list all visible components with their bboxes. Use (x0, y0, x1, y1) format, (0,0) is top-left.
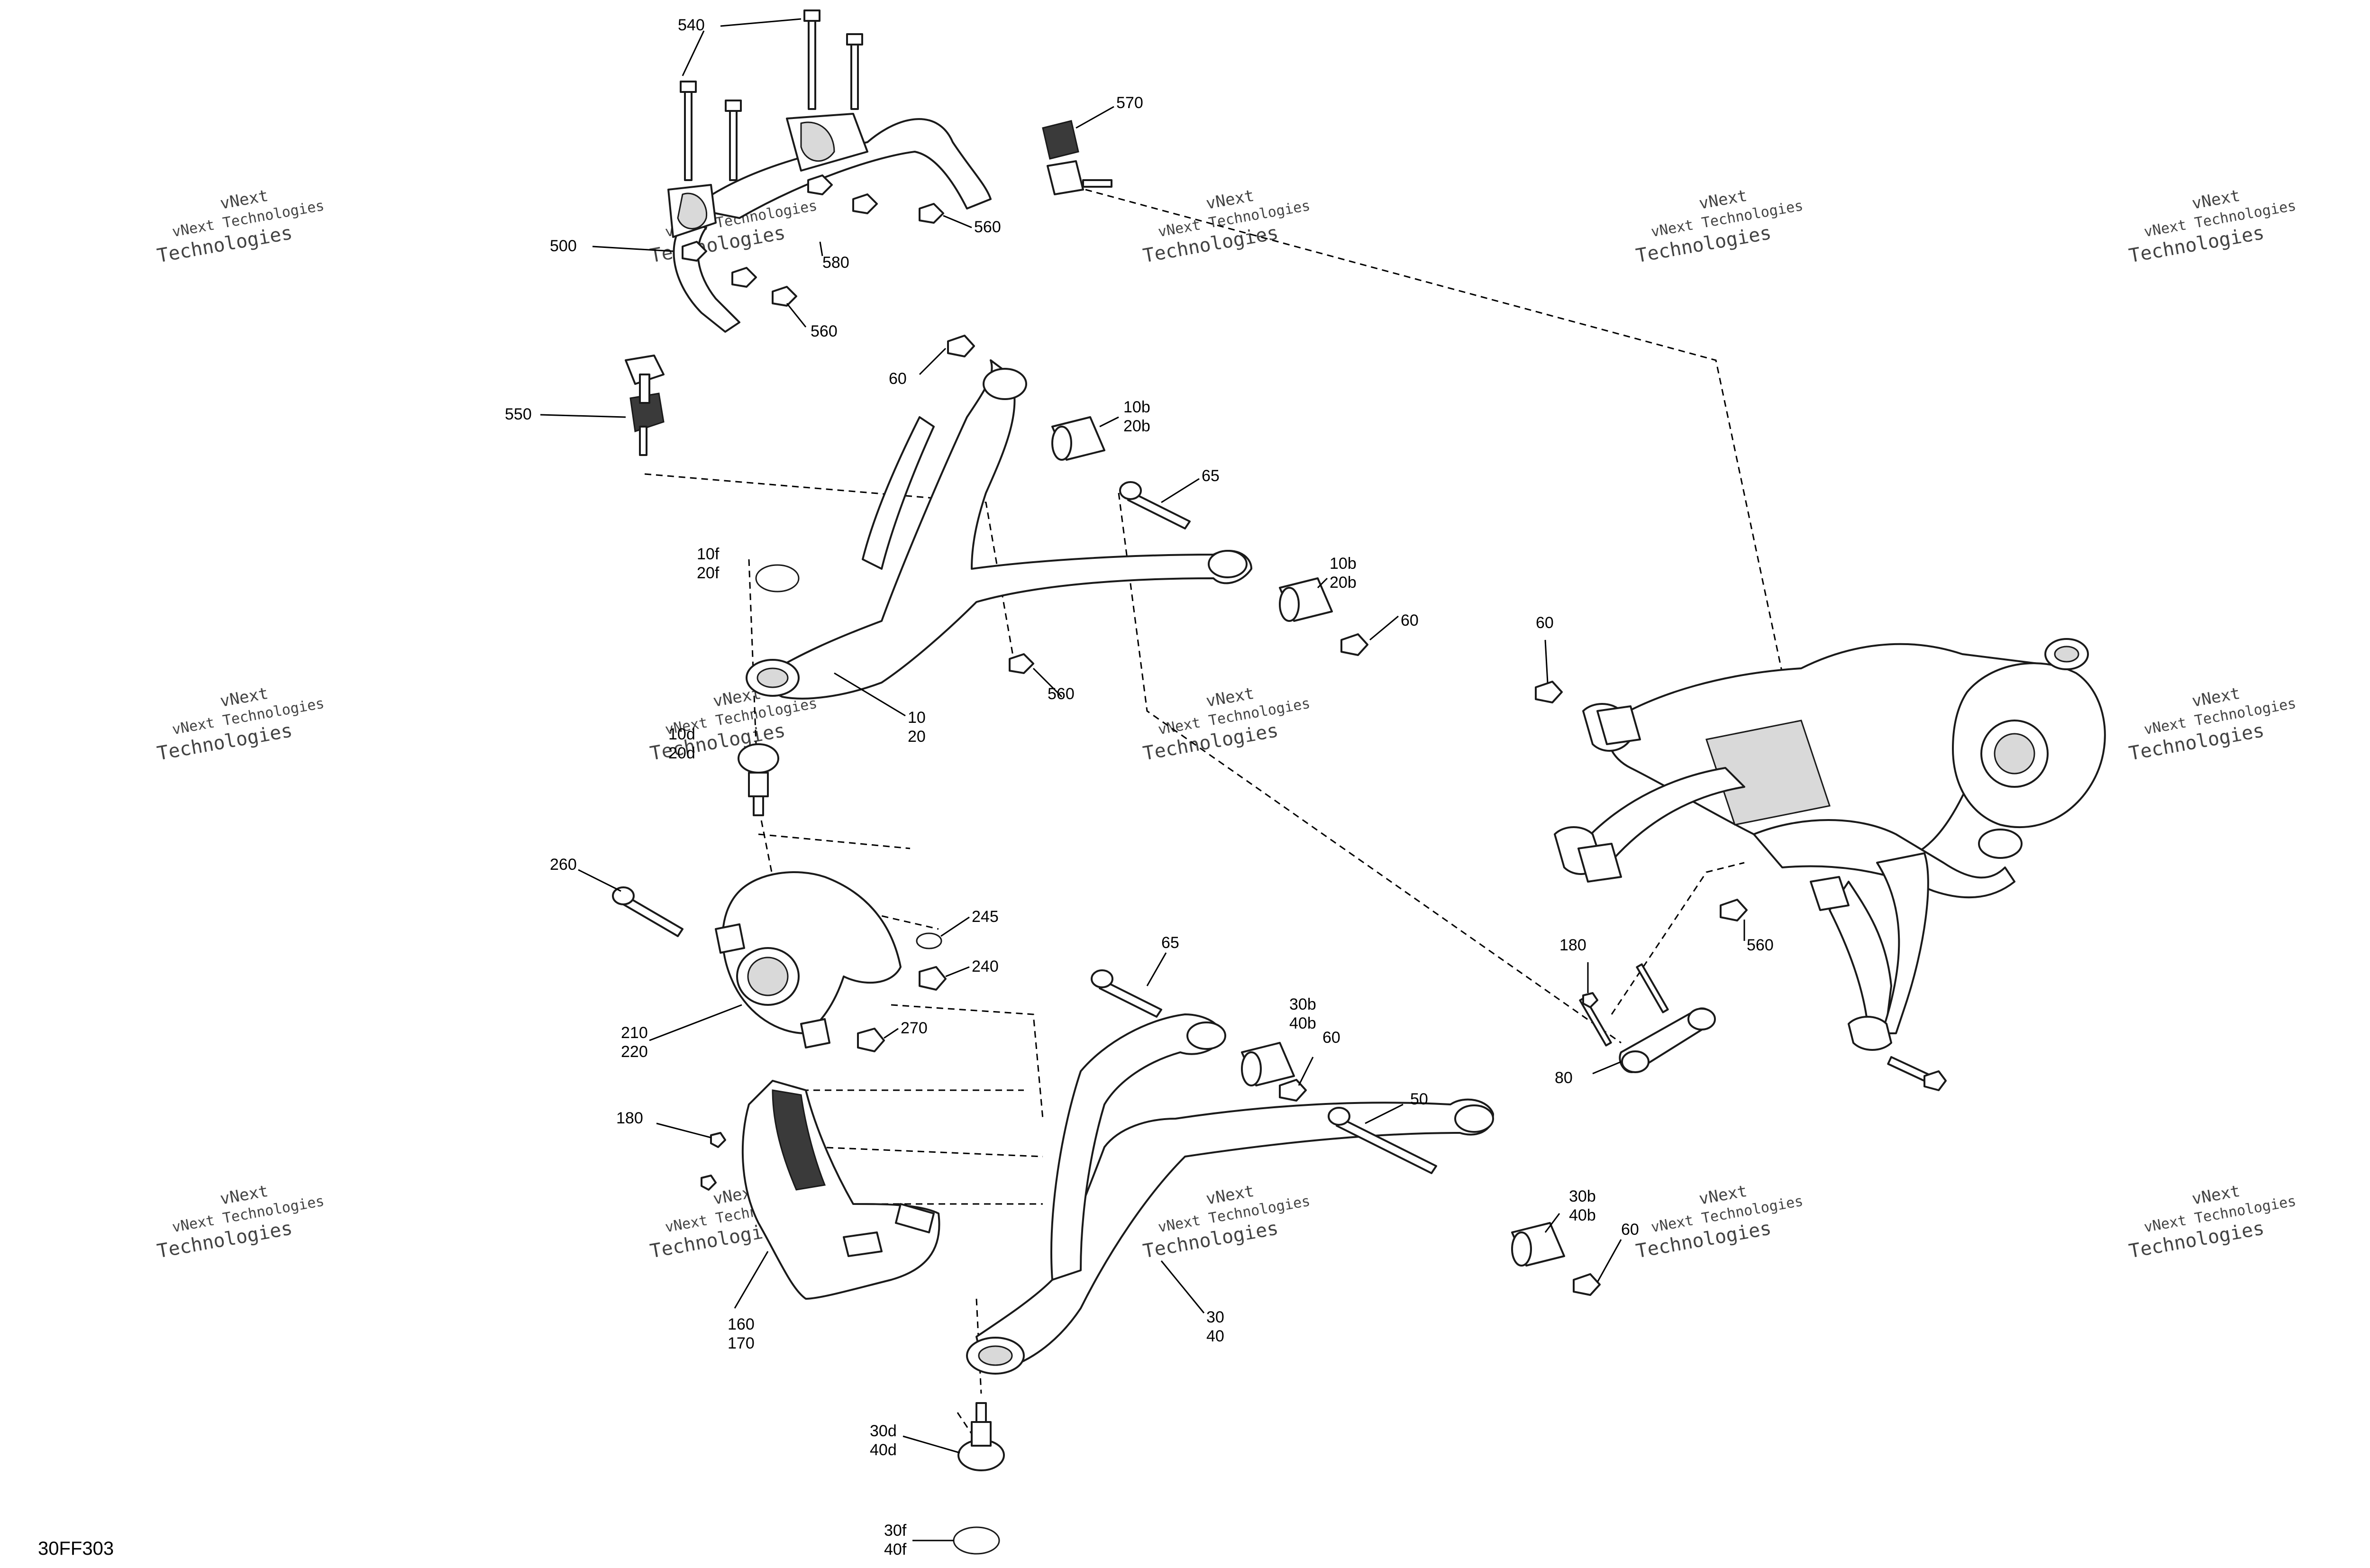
callout-560: 560 (1048, 685, 1075, 703)
callout-160-170: 160 170 (728, 1315, 755, 1352)
callout-550: 550 (505, 405, 532, 423)
upper-a-arm (738, 335, 1368, 816)
watermark: vNext vNext Technologies Technologies (1634, 186, 1805, 267)
svg-text:30d: 30d (870, 1422, 897, 1440)
callout-10b-20b: 10b 20b (1330, 555, 1357, 592)
svg-text:160: 160 (728, 1315, 755, 1333)
callout-80: 80 (1555, 1069, 1573, 1087)
callout-210-220: 210 220 (621, 1024, 648, 1061)
svg-text:40f: 40f (884, 1541, 907, 1559)
watermark: vNext vNext Technologies Technologies (2127, 684, 2297, 765)
watermark: vNext vNext Technologies Technologies (2127, 1182, 2297, 1263)
svg-text:20b: 20b (1123, 417, 1150, 435)
callout-180: 180 (1559, 936, 1586, 954)
svg-text:10b: 10b (1330, 555, 1357, 573)
svg-text:40d: 40d (870, 1441, 897, 1459)
watermark: vNext vNext Technologies Technologies (155, 186, 326, 267)
watermark: vNext vNext Technologies Technologies (155, 1182, 326, 1263)
svg-text:170: 170 (728, 1334, 755, 1352)
callout-65: 65 (1202, 467, 1220, 485)
svg-text:30f: 30f (884, 1522, 907, 1540)
callout-60: 60 (889, 370, 907, 388)
callout-65: 65 (1161, 934, 1179, 952)
svg-text:20b: 20b (1330, 574, 1357, 592)
svg-text:40: 40 (1206, 1327, 1224, 1345)
callout-60: 60 (1401, 611, 1419, 629)
callout-60: 60 (1536, 614, 1554, 632)
watermark: vNext vNext Technologies Technologies (1141, 1182, 1312, 1263)
callout-labels: 540 570 500 580 560 560 550 60 10b 20b 6… (505, 16, 1774, 1559)
stabilizer-bar-assembly (625, 9, 1112, 456)
callout-245: 245 (972, 908, 999, 926)
link-plate (1579, 963, 1716, 1073)
svg-text:10: 10 (908, 709, 926, 727)
assembled-suspension (1535, 638, 2106, 1091)
svg-text:30b: 30b (1289, 995, 1316, 1013)
watermark: vNext vNext Technologies Technologies (1141, 186, 1312, 267)
svg-text:10f: 10f (697, 545, 720, 563)
svg-text:20d: 20d (668, 744, 695, 762)
watermark: vNext vNext Technologies Technologies (1141, 684, 1312, 765)
svg-text:220: 220 (621, 1043, 648, 1061)
callout-560: 560 (1747, 936, 1774, 954)
callout-10d-20d: 10d 20d (668, 725, 695, 762)
callout-30b-40b: 30b 40b (1569, 1187, 1596, 1224)
watermark: vNext vNext Technologies Technologies (1634, 1182, 1805, 1263)
callout-560: 560 (811, 322, 838, 340)
callout-30d-40d: 30d 40d (870, 1422, 897, 1459)
callout-50: 50 (1410, 1090, 1428, 1108)
callout-540: 540 (678, 16, 705, 34)
svg-text:20: 20 (908, 728, 926, 746)
callout-30f-40f: 30f 40f (884, 1522, 907, 1559)
callout-580: 580 (822, 254, 849, 272)
callout-60: 60 (1322, 1029, 1340, 1047)
svg-text:40b: 40b (1569, 1206, 1596, 1224)
svg-text:30: 30 (1206, 1308, 1224, 1326)
leader-lines (540, 18, 1745, 1541)
callout-30b-40b: 30b 40b (1289, 995, 1316, 1032)
knuckle (612, 871, 947, 1052)
watermark: vNext vNext Technologies Technologies (2127, 186, 2297, 267)
callout-10f-20f: 10f 20f (697, 545, 720, 582)
lower-a-arm (953, 969, 1601, 1555)
callout-180: 180 (616, 1109, 643, 1127)
callout-10b-20b: 10b 20b (1123, 398, 1150, 435)
svg-text:30b: 30b (1569, 1187, 1596, 1205)
protector-plate (701, 1080, 940, 1300)
callout-570: 570 (1116, 94, 1143, 112)
callout-270: 270 (901, 1019, 928, 1037)
svg-text:10b: 10b (1123, 398, 1150, 416)
callout-240: 240 (972, 957, 999, 975)
svg-text:40b: 40b (1289, 1014, 1316, 1032)
watermark: vNext vNext Technologies Technologies (155, 684, 326, 765)
svg-text:10d: 10d (668, 725, 695, 743)
callout-500: 500 (550, 237, 577, 255)
callout-30-40: 30 40 (1206, 1308, 1224, 1345)
callout-260: 260 (550, 856, 577, 874)
figure-id: 30FF303 (38, 1538, 114, 1559)
svg-text:20f: 20f (697, 564, 720, 582)
callout-10-20: 10 20 (908, 709, 926, 746)
callout-60: 60 (1621, 1221, 1639, 1239)
svg-text:210: 210 (621, 1024, 648, 1042)
callout-560: 560 (974, 218, 1001, 236)
